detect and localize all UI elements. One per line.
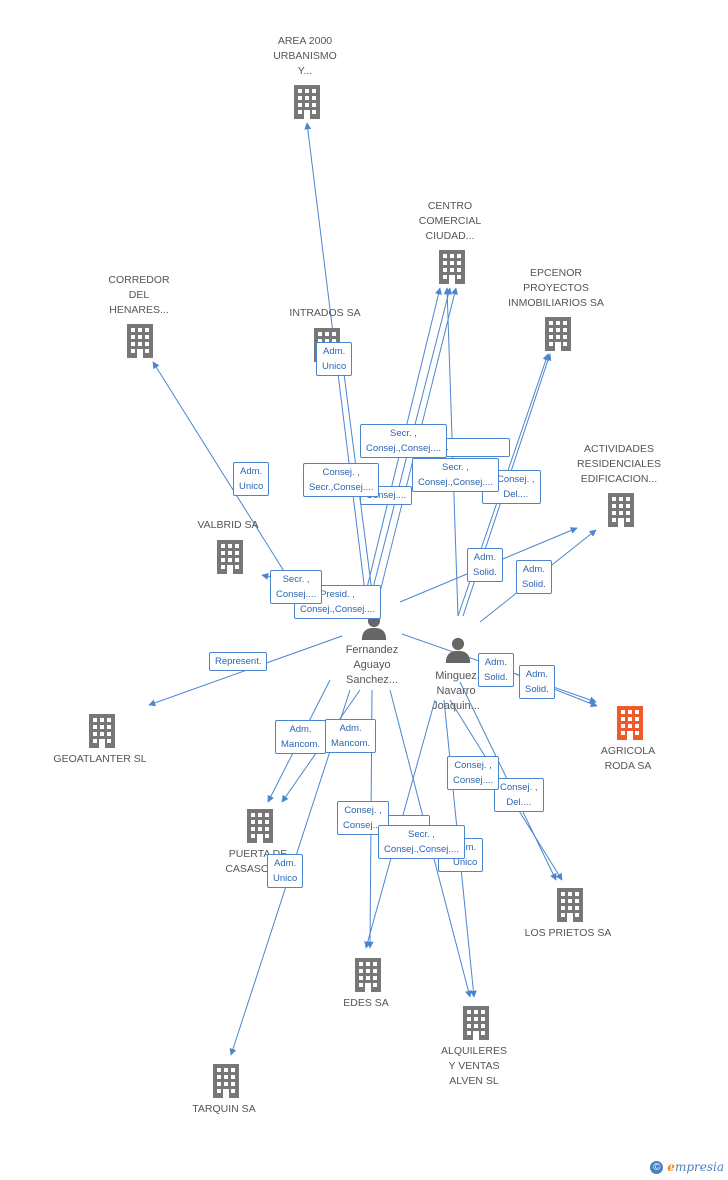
edge-label[interactable]: Secr. , Consej.,Consej.... [360,424,447,458]
footer-brand: © empresia [650,1160,724,1174]
edge-label[interactable]: Adm. Unico [316,342,353,376]
building-icon[interactable] [608,493,634,527]
company-label-puerta-casasola[interactable]: PUERTA DE CASASOLA... [225,848,291,875]
edge-label[interactable]: Adm. Mancom. [325,719,377,753]
company-label-actividades[interactable]: ACTIVIDADES RESIDENCIALES EDIFICACION... [576,443,662,485]
building-icon[interactable] [617,706,643,740]
building-icon[interactable] [355,958,381,992]
person-label-fernandez[interactable]: Fernandez Aguayo Sanchez... [345,644,399,686]
edge-label[interactable]: Adm. Unico [267,854,304,888]
company-label-valbrid[interactable]: VALBRID SA [197,519,259,531]
copyright-icon: © [650,1160,664,1174]
edge-label[interactable]: Secr. , Consej.... [270,570,323,604]
building-icon[interactable] [439,250,465,284]
edge-label[interactable]: Adm. Solid. [519,665,555,699]
edge-label[interactable]: Consej. , Del.... [494,778,544,812]
company-label-alquileres[interactable]: ALQUILERES Y VENTAS ALVEN SL [441,1045,507,1087]
building-icon[interactable] [294,85,320,119]
edge-label[interactable]: Adm. Solid. [467,548,503,582]
person-label-minguez[interactable]: Minguez Navarro Joaquin... [432,670,480,712]
company-label-edes[interactable]: EDES SA [343,997,389,1009]
building-icon[interactable] [217,540,243,574]
company-label-agricola-roda[interactable]: AGRICOLA RODA SA [600,745,656,772]
company-label-corredor[interactable]: CORREDOR DEL HENARES... [108,274,170,316]
edge-label[interactable]: Consej. , Consej.... [337,801,390,835]
edge-label[interactable]: Consej. , Consej.... [447,756,500,790]
company-label-centro-comercial[interactable]: CENTRO COMERCIAL CIUDAD... [418,200,482,242]
edge-label[interactable]: Adm. Solid. [516,560,552,594]
edge-label[interactable]: Secr. , Consej.,Consej.... [412,458,499,492]
building-icon[interactable] [247,809,273,843]
building-icon[interactable] [213,1064,239,1098]
brand-logo: empresia [667,1160,724,1174]
building-icon[interactable] [89,714,115,748]
building-icon[interactable] [463,1006,489,1040]
building-icon[interactable] [127,324,153,358]
company-label-tarquin[interactable]: TARQUIN SA [192,1103,256,1115]
company-label-epcenor[interactable]: EPCENOR PROYECTOS INMOBILIARIOS SA [508,267,604,309]
building-icon[interactable] [557,888,583,922]
edge-label[interactable]: Adm. Mancom. [275,720,327,754]
edge-label[interactable]: Adm. Solid. [478,653,514,687]
edge-line [152,361,298,593]
building-icon[interactable] [545,317,571,351]
edge-label[interactable]: Represent. [209,652,268,671]
edge-label[interactable]: Consej. , Secr.,Consej.... [303,463,380,497]
edge-label[interactable]: Adm. Unico [233,462,270,496]
company-label-geoatlanter[interactable]: GEOATLANTER SL [53,753,147,765]
company-label-intrados[interactable]: INTRADOS SA [289,307,361,319]
edge-label[interactable]: Secr. , Consej.,Consej.... [378,825,465,859]
company-label-area-2000[interactable]: AREA 2000 URBANISMO Y... [273,35,337,77]
company-label-los-prietos[interactable]: LOS PRIETOS SA [524,927,612,939]
